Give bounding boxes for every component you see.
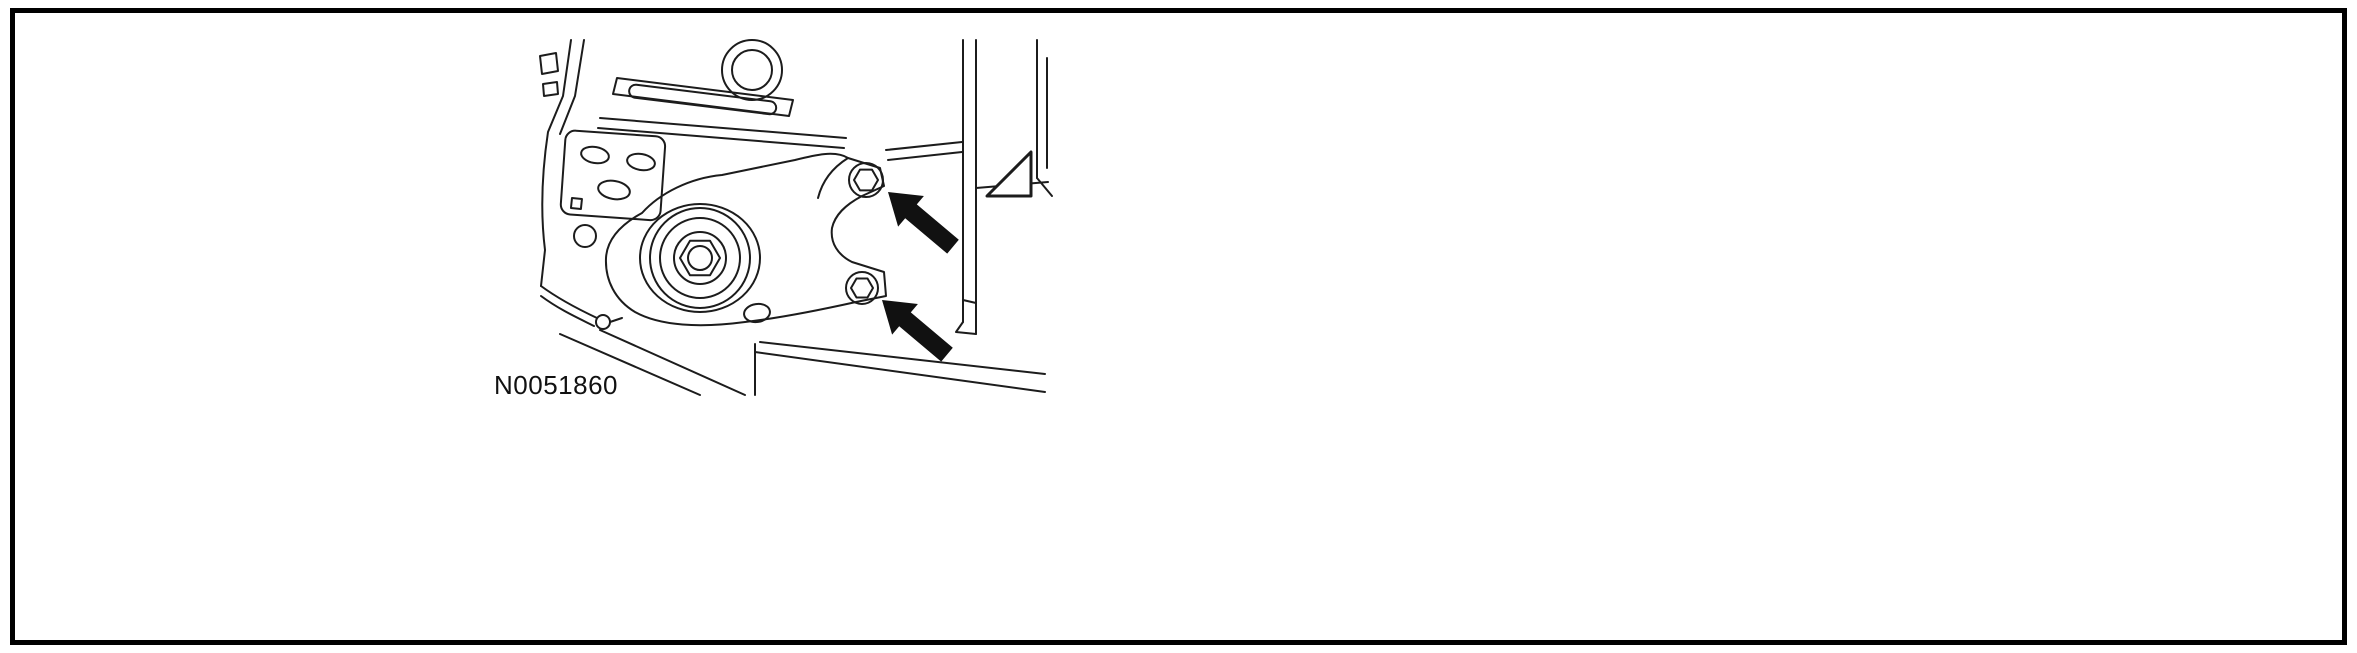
upper-callout-arrow-icon <box>888 192 959 254</box>
lower-bolt <box>846 272 878 304</box>
figure-border-frame <box>10 8 2347 645</box>
mount-bracket <box>606 142 962 325</box>
triangle-marker <box>987 152 1031 196</box>
mounting-plate <box>560 130 666 247</box>
crossmember <box>560 330 1045 395</box>
upper-opening-circles <box>722 40 782 100</box>
body-edge-left <box>540 40 584 286</box>
upper-bolt <box>849 163 883 197</box>
center-pivot-bolt <box>674 232 726 284</box>
body-structure-right <box>1037 40 1052 196</box>
lower-callout-arrow-icon <box>882 300 953 362</box>
slotted-rail <box>598 78 846 148</box>
hose-lines <box>541 286 622 329</box>
figure-id-label: N0051860 <box>494 370 618 400</box>
